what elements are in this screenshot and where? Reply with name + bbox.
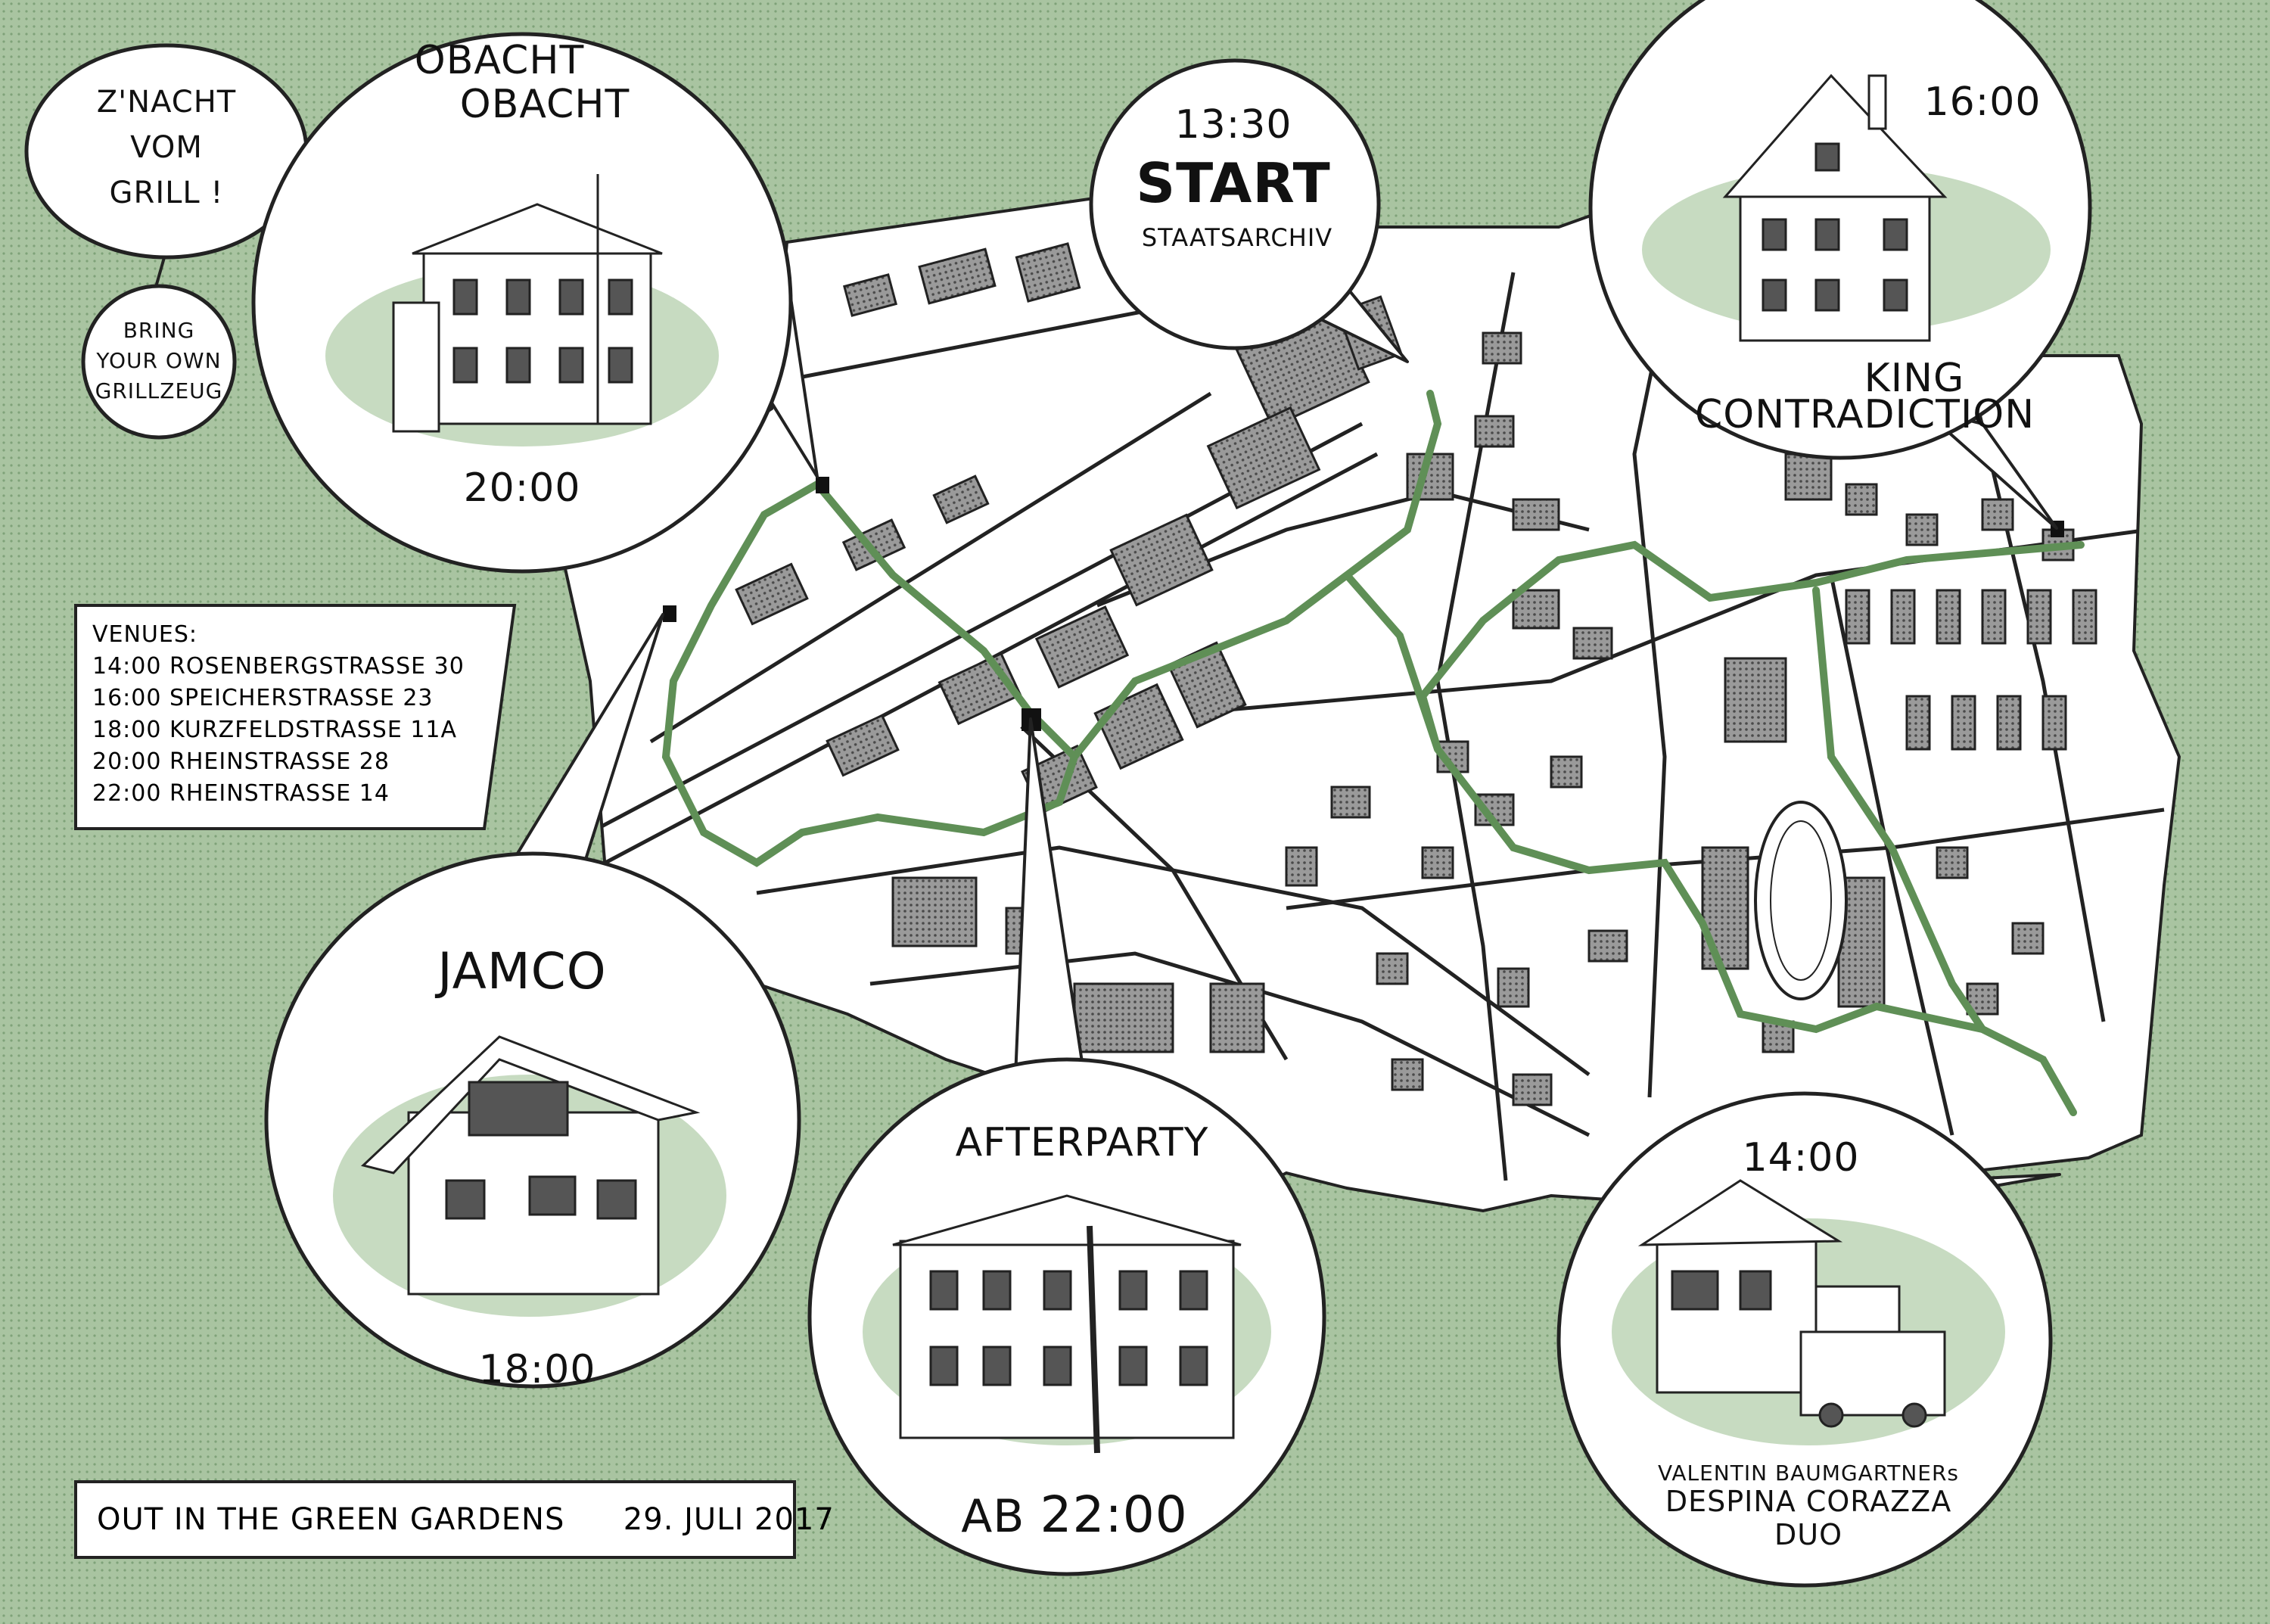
start-label: START <box>1136 151 1331 215</box>
house-obacht-illustration <box>325 174 719 446</box>
grill-line3: GRILL ! <box>109 176 224 210</box>
venue-item: 18:00 KURZFELDSTRASSE 11A <box>92 717 458 743</box>
obacht-time: 20:00 <box>463 465 581 511</box>
house-afterparty-illustration <box>863 1194 1271 1454</box>
obacht-name1: OBACHT <box>414 38 585 83</box>
jamco-time: 18:00 <box>478 1347 596 1392</box>
king-name2: CONTRADICTION <box>1695 392 2035 437</box>
running-track <box>1754 801 1848 1000</box>
start-time: 13:30 <box>1174 102 1292 148</box>
marker-jamco <box>663 605 676 622</box>
house-jamco-illustration <box>333 1035 726 1317</box>
afterparty-time: 22:00 <box>1040 1486 1188 1544</box>
venues-heading: VENUES: <box>92 621 197 648</box>
venue-item: 16:00 SPEICHERSTRASSE 23 <box>92 685 434 711</box>
route-line <box>661 390 2085 1116</box>
jamco-name: JAMCO <box>437 942 607 1000</box>
afterparty-prefix: AB <box>961 1490 1025 1543</box>
venues-list: VENUES: 14:00 ROSENBERGSTRASSE 30 16:00 … <box>92 619 465 810</box>
venue-item: 20:00 RHEINSTRASSE 28 <box>92 748 390 775</box>
venues-box <box>74 604 517 830</box>
despina-line3: DUO <box>1774 1518 1842 1551</box>
bubble-bring <box>81 284 237 440</box>
afterparty-time-row: AB 22:00 <box>938 1486 1211 1544</box>
footer-text: OUT IN THE GREEN GARDENS 29. JULI 2017 <box>97 1502 835 1537</box>
despina-time: 14:00 <box>1742 1135 1860 1181</box>
marker-obacht <box>816 477 829 493</box>
footer-event: OUT IN THE GREEN GARDENS <box>97 1502 565 1537</box>
house-king-illustration <box>1642 73 2051 342</box>
obacht-name2: OBACHT <box>459 82 630 127</box>
king-name1: KING <box>1864 356 1965 401</box>
venue-item: 14:00 ROSENBERGSTRASSE 30 <box>92 653 465 680</box>
despina-line1: VALENTIN BAUMGARTNERs <box>1657 1461 1960 1486</box>
footer-box <box>74 1480 796 1559</box>
house-despina-illustration <box>1612 1179 2005 1445</box>
king-time: 16:00 <box>1923 79 2041 125</box>
despina-line2: DESPINA CORAZZA <box>1665 1485 1952 1518</box>
bubble-start <box>1089 58 1381 350</box>
bring-line2: YOUR OWN <box>96 348 222 373</box>
start-place: STAATSARCHIV <box>1141 223 1333 252</box>
grill-line1: Z'NACHT <box>96 85 237 120</box>
grill-line2: VOM <box>130 130 203 165</box>
bring-line3: GRILLZEUG <box>95 378 223 403</box>
bring-line1: BRING <box>123 318 195 343</box>
footer-date: 29. JULI 2017 <box>623 1502 835 1537</box>
venue-item: 22:00 RHEINSTRASSE 14 <box>92 780 390 807</box>
afterparty-name: AFTERPARTY <box>955 1120 1209 1165</box>
